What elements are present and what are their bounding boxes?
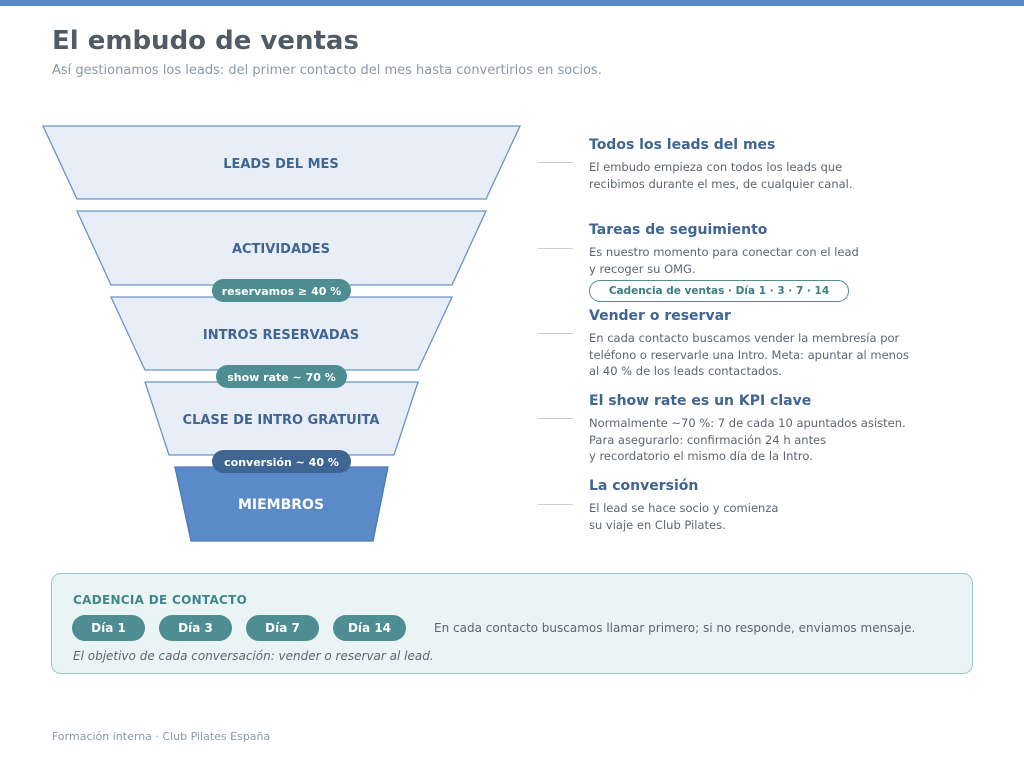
funnel-stage-leads: LEADS DEL MES xyxy=(41,125,522,200)
stage-description-booking: Vender o reservar En cada contacto busca… xyxy=(589,308,949,380)
stage-description-conversion: La conversión El lead se hace socio y co… xyxy=(589,478,949,533)
footer-text: Formación interna · Club Pilates España xyxy=(52,730,271,743)
conversion-badge-label: reservamos ≥ 40 % xyxy=(222,285,342,298)
funnel-stage-label: CLASE DE INTRO GRATUITA xyxy=(183,413,380,428)
stage-description-title: Vender o reservar xyxy=(589,308,731,324)
connector-line xyxy=(538,418,573,419)
stage-description-text: Es nuestro momento para conectar con el … xyxy=(589,245,859,276)
cadence-day-chip: Día 14 xyxy=(333,615,406,641)
sales-funnel: LEADS DEL MES ACTIVIDADES INTROS RESERVA… xyxy=(41,125,522,542)
stage-description-title: El show rate es un KPI clave xyxy=(589,393,812,409)
contact-cadence-panel: CADENCIA DE CONTACTO Día 1 Día 3 Día 7 D… xyxy=(51,573,973,674)
stage-description-title: Tareas de seguimiento xyxy=(589,222,768,238)
conversion-badge-conversion: conversión ~ 40 % xyxy=(212,450,351,473)
funnel-stage-intro-class: CLASE DE INTRO GRATUITA xyxy=(144,381,419,456)
funnel-stage-label: ACTIVIDADES xyxy=(232,242,330,257)
stage-description-leads: Todos los leads del mes El embudo empiez… xyxy=(589,137,949,192)
stage-description-show-rate: El show rate es un KPI clave Normalmente… xyxy=(589,393,949,465)
stage-description-text: El embudo empieza con todos los leads qu… xyxy=(589,160,853,191)
conversion-badge-label: show rate ~ 70 % xyxy=(227,371,336,384)
connector-line xyxy=(538,248,573,249)
conversion-badge-show-rate: show rate ~ 70 % xyxy=(216,365,347,388)
stage-description-title: La conversión xyxy=(589,478,699,494)
sales-cadence-pill: Cadencia de ventas · Día 1 · 3 · 7 · 14 xyxy=(589,280,849,302)
conversion-badge-label: conversión ~ 40 % xyxy=(224,456,339,469)
funnel-stage-label: INTROS RESERVADAS xyxy=(203,328,359,343)
stage-description-activities: Tareas de seguimiento Es nuestro momento… xyxy=(589,222,949,302)
contact-cadence-title: CADENCIA DE CONTACTO xyxy=(73,593,248,607)
connector-line xyxy=(538,333,573,334)
page-subtitle: Así gestionamos los leads: del primer co… xyxy=(52,63,602,78)
contact-cadence-note: El objetivo de cada conversación: vender… xyxy=(73,649,434,663)
funnel-stage-activities: ACTIVIDADES xyxy=(75,210,488,286)
cadence-day-chip: Día 1 xyxy=(72,615,145,641)
funnel-stage-label: LEADS DEL MES xyxy=(223,157,339,172)
connector-line xyxy=(538,162,573,163)
stage-description-title: Todos los leads del mes xyxy=(589,137,776,153)
funnel-stage-intros: INTROS RESERVADAS xyxy=(109,296,454,371)
page-title: El embudo de ventas xyxy=(52,26,359,56)
stage-description-text: Normalmente ~70 %: 7 de cada 10 apuntado… xyxy=(589,416,906,463)
funnel-stage-members: MIEMBROS xyxy=(174,466,389,542)
cadence-day-chip: Día 7 xyxy=(246,615,319,641)
funnel-stage-label: MIEMBROS xyxy=(238,497,324,513)
connector-line xyxy=(538,504,573,505)
stage-description-text: En cada contacto buscamos vender la memb… xyxy=(589,331,909,378)
cadence-day-chip: Día 3 xyxy=(159,615,232,641)
stage-description-text: El lead se hace socio y comienza su viaj… xyxy=(589,501,779,532)
conversion-badge-booking: reservamos ≥ 40 % xyxy=(212,279,351,302)
top-accent-bar xyxy=(0,0,1024,6)
contact-cadence-text: En cada contacto buscamos llamar primero… xyxy=(434,621,916,635)
